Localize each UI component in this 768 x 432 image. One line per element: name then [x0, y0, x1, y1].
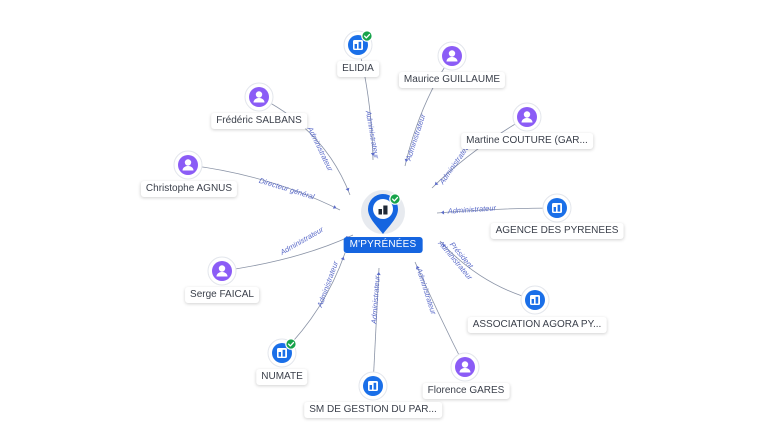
person-icon-head — [255, 91, 263, 98]
node-label-elidia[interactable]: ELIDIA — [337, 61, 379, 77]
person-icon-body — [459, 367, 471, 373]
verified-check-icon — [361, 30, 373, 42]
node-sm-de-gestion[interactable] — [358, 371, 388, 401]
node-label-frederic-salbans[interactable]: Frédéric SALBANS — [211, 113, 307, 129]
center-node[interactable] — [361, 190, 405, 234]
node-label-serge-faical[interactable]: Serge FAICAL — [185, 287, 259, 303]
edge-label-numate: Administrateur — [315, 259, 341, 309]
edge-christophe-agnus — [187, 164, 341, 211]
node-agence-des-pyrenees[interactable] — [542, 193, 572, 223]
edge-arrow-frederic-salbans — [345, 187, 350, 192]
edge-arrow-elidia — [370, 152, 375, 157]
node-elidia[interactable] — [343, 30, 373, 60]
edge-arrow-christophe-agnus — [332, 205, 337, 209]
person-icon-body — [253, 97, 265, 103]
edge-arrow-sm-de-gestion — [376, 271, 381, 276]
node-numate[interactable] — [267, 338, 297, 368]
node-label-sm-de-gestion[interactable]: SM DE GESTION DU PAR... — [304, 402, 442, 418]
company-icon — [277, 348, 287, 358]
center-node-label[interactable]: M'PYRÉNÉES — [343, 237, 423, 253]
company-icon — [368, 381, 378, 391]
node-label-agence-des-pyrenees[interactable]: AGENCE DES PYRENEES — [490, 223, 624, 239]
edge-label-agence-des-pyrenees: Administrateur — [446, 203, 496, 215]
nodes-layer — [173, 30, 572, 401]
edge-label-florence-gares: Administrateur — [414, 266, 438, 316]
node-martine-couture[interactable] — [512, 102, 542, 132]
verified-check-icon — [389, 193, 401, 205]
edge-serge-faical — [221, 234, 354, 272]
node-serge-faical[interactable] — [207, 256, 237, 286]
node-label-numate[interactable]: NUMATE — [256, 369, 308, 385]
node-maurice-guillaume[interactable] — [437, 41, 467, 71]
node-christophe-agnus[interactable] — [173, 150, 203, 180]
person-icon-head — [184, 159, 192, 166]
node-label-association-agora[interactable]: ASSOCIATION AGORA PY... — [467, 317, 607, 333]
edge-arrow-florence-gares — [416, 265, 420, 270]
edge-label-christophe-agnus: Directeur général — [258, 176, 316, 202]
company-icon — [378, 205, 388, 215]
node-label-florence-gares[interactable]: Florence GARES — [422, 383, 510, 399]
person-icon-head — [461, 361, 469, 368]
edge-arrow-agence-des-pyrenees — [440, 210, 445, 215]
company-icon — [552, 203, 562, 213]
node-florence-gares[interactable] — [450, 352, 480, 382]
company-icon — [530, 295, 540, 305]
edge-arrow-martine-couture — [434, 181, 439, 186]
node-label-martine-couture[interactable]: Martine COUTURE (GAR... — [461, 133, 593, 149]
edge-arrow-numate — [340, 256, 345, 261]
person-icon-head — [218, 265, 226, 272]
node-label-maurice-guillaume[interactable]: Maurice GUILLAUME — [398, 72, 506, 88]
person-icon-body — [182, 165, 194, 171]
edge-label-maurice-guillaume: Administrateur — [404, 112, 428, 162]
node-frederic-salbans[interactable] — [244, 82, 274, 112]
person-icon-body — [216, 271, 228, 277]
node-label-christophe-agnus[interactable]: Christophe AGNUS — [140, 181, 238, 197]
edge-label-association-agora: PrésidentAdministrateur — [436, 233, 481, 282]
edge-arrow-association-agora — [442, 243, 447, 248]
edge-frederic-salbans — [258, 96, 351, 196]
edge-label-sm-de-gestion: Administrateur — [369, 275, 381, 325]
company-icon — [353, 40, 363, 50]
edge-label-elidia: Administrateur — [364, 109, 382, 160]
node-association-agora[interactable] — [520, 285, 550, 315]
person-icon-body — [446, 56, 458, 62]
edge-label-serge-faical: Administrateur — [278, 225, 326, 258]
edge-label-frederic-salbans: Administrateur — [305, 124, 335, 173]
person-icon-body — [521, 117, 533, 123]
edge-arrow-maurice-guillaume — [404, 158, 409, 163]
person-icon-head — [523, 111, 531, 118]
verified-check-icon — [285, 338, 297, 350]
person-icon-head — [448, 50, 456, 57]
